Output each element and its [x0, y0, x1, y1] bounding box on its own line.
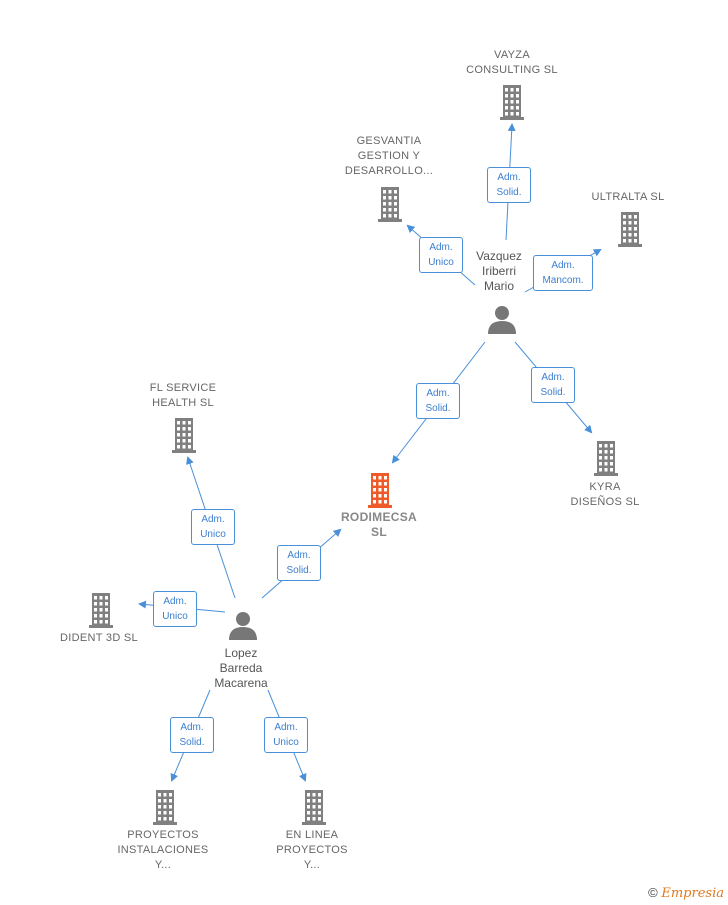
edge-role-line: Adm. — [180, 722, 204, 733]
node-label-line: Mario — [483, 279, 514, 293]
edge-role-label[interactable]: Adm. Unico — [419, 237, 463, 273]
edge-role-label[interactable]: Adm. Mancom. — [533, 255, 593, 291]
building-icon[interactable] — [172, 418, 196, 453]
node-label-line: Lopez — [224, 646, 258, 660]
edge-role-line: Adm. — [274, 722, 298, 733]
node-label-ultralta[interactable]: ULTRALTA SL — [578, 190, 678, 205]
edge-role-line: Adm. — [429, 242, 453, 253]
node-label-line: KYRA — [589, 481, 621, 493]
building-icon[interactable] — [368, 473, 392, 508]
person-icon[interactable] — [229, 612, 257, 640]
node-label-dident[interactable]: DIDENT 3D SL — [44, 631, 154, 646]
edge-role-line: Adm. — [541, 372, 565, 383]
node-label-line: ULTRALTA SL — [591, 191, 665, 203]
node-label-line: Iriberri — [481, 264, 516, 278]
edge-role-line: Adm. — [551, 260, 575, 271]
building-icon[interactable] — [378, 187, 402, 222]
edge-role-line: Solid. — [425, 403, 451, 414]
node-label-line: CONSULTING SL — [466, 64, 558, 76]
node-label-line: Macarena — [214, 676, 268, 690]
node-label-line: DIDENT 3D SL — [60, 632, 138, 644]
edge-role-line: Solid. — [540, 387, 566, 398]
node-label-line: PROYECTOS — [276, 844, 348, 856]
node-label-line: GESTION Y — [357, 150, 421, 162]
node-label-line: SL — [371, 525, 387, 539]
brand-name: Empresia — [661, 886, 724, 901]
edge-role-label[interactable]: Adm. Solid. — [416, 383, 460, 419]
edge-role-line: Solid. — [286, 565, 312, 576]
building-icon[interactable] — [89, 593, 113, 628]
edge-role-line: Unico — [162, 611, 188, 622]
edge-role-line: Mancom. — [542, 275, 584, 286]
edge-role-label[interactable]: Adm. Unico — [264, 717, 308, 753]
node-label-line: INSTALACIONES — [117, 844, 209, 856]
edge-role-line: Adm. — [201, 514, 225, 525]
copyright-icon: © — [648, 885, 658, 900]
node-label-line: RODIMECSA — [340, 510, 418, 524]
footer-brand[interactable]: © Empresia — [648, 885, 724, 901]
node-label-line: Vazquez — [476, 249, 522, 263]
node-label-fl-service[interactable]: FL SERVICE HEALTH SL — [133, 381, 233, 411]
building-icon[interactable] — [594, 441, 618, 476]
node-label-line: PROYECTOS — [127, 829, 199, 841]
edge-role-label[interactable]: Adm. Unico — [153, 591, 197, 627]
node-label-line: Barreda — [219, 661, 263, 675]
node-label-line: VAYZA — [494, 49, 530, 61]
edge-role-line: Unico — [273, 737, 299, 748]
edge-role-label[interactable]: Adm. Solid. — [487, 167, 531, 203]
edge-role-line: Solid. — [496, 187, 522, 198]
node-label-line: DISEÑOS SL — [570, 496, 640, 508]
edge-role-line: Unico — [428, 257, 454, 268]
node-label-line: GESVANTIA — [356, 135, 422, 147]
edge-role-label[interactable]: Adm. Unico — [191, 509, 235, 545]
node-label-line: EN LINEA — [285, 829, 339, 841]
node-label-en-linea[interactable]: EN LINEA PROYECTOS Y... — [262, 828, 362, 873]
edge-role-line: Adm. — [426, 388, 450, 399]
node-label-line: HEALTH SL — [152, 397, 214, 409]
edge-role-line: Unico — [200, 529, 226, 540]
node-label-gesvantia[interactable]: GESVANTIA GESTION Y DESARROLLO... — [334, 134, 444, 179]
edge-role-label[interactable]: Adm. Solid. — [170, 717, 214, 753]
node-label-line: DESARROLLO... — [344, 165, 434, 177]
node-label-line: Y... — [154, 859, 172, 871]
edge-role-line: Adm. — [163, 596, 187, 607]
edge-role-line: Solid. — [179, 737, 205, 748]
edge-role-line: Adm. — [497, 172, 521, 183]
building-icon[interactable] — [153, 790, 177, 825]
edge-role-label[interactable]: Adm. Solid. — [277, 545, 321, 581]
edge-role-line: Adm. — [287, 550, 311, 561]
node-label-line: Y... — [303, 859, 321, 871]
node-label-kyra[interactable]: KYRA DISEÑOS SL — [555, 480, 655, 510]
edge-role-label[interactable]: Adm. Solid. — [531, 367, 575, 403]
node-label-proyectos[interactable]: PROYECTOS INSTALACIONES Y... — [108, 828, 218, 873]
building-icon[interactable] — [500, 85, 524, 120]
person-icon[interactable] — [488, 306, 516, 334]
building-icon[interactable] — [302, 790, 326, 825]
building-icon[interactable] — [618, 212, 642, 247]
node-label-vayza[interactable]: VAYZA CONSULTING SL — [452, 48, 572, 78]
node-label-line: FL SERVICE — [149, 382, 217, 394]
